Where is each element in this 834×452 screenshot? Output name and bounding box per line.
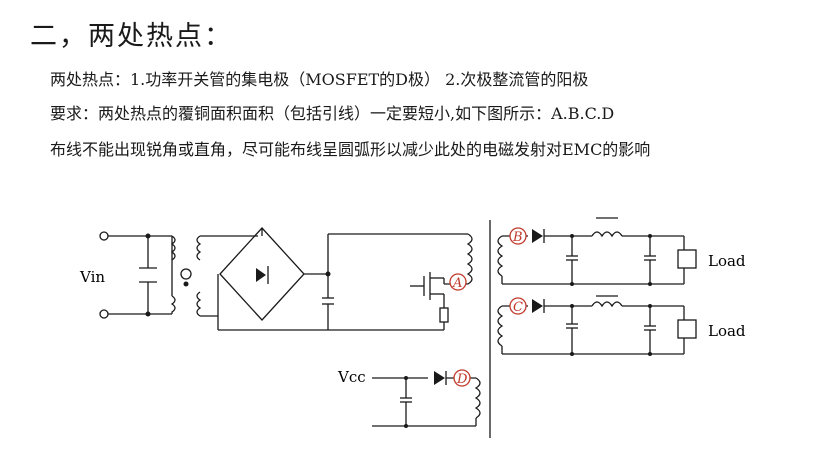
common-mode-choke	[170, 235, 258, 317]
auxiliary-vcc-circuit	[372, 371, 481, 428]
input-terminal-top	[99, 231, 109, 241]
vcc-label: Vcc	[337, 368, 366, 386]
svg-text:A: A	[452, 276, 462, 291]
svg-text:C: C	[513, 300, 523, 315]
load-label-2: Load	[708, 322, 746, 340]
load-label-1: Load	[708, 252, 746, 270]
marker-c: C	[509, 297, 527, 315]
hotspot-description: 两处热点：1.功率开关管的集电极（MOSFET的D极） 2.次极整流管的阳极	[50, 70, 589, 89]
marker-d: D	[453, 369, 471, 387]
bulk-capacitor	[322, 233, 468, 331]
vin-label: Vin	[79, 268, 105, 286]
section-heading: 二，两处热点：	[30, 21, 233, 52]
marker-b: B	[509, 227, 527, 245]
input-wiring	[108, 233, 172, 317]
svg-text:D: D	[456, 372, 468, 387]
routing-guideline-text: 布线不能出现锐角或直角，尽可能布线呈圆弧形以减少此处的电磁发射对EMC的影响	[50, 140, 651, 159]
input-capacitor	[139, 267, 157, 283]
marker-a: A	[449, 273, 467, 291]
requirement-text: 要求：两处热点的覆铜面积面积（包括引线）一定要短小,如下图所示：A.B.C.D	[50, 104, 615, 123]
svg-text:B: B	[512, 230, 523, 245]
bridge-rectifier	[217, 227, 328, 331]
secondary-output-2	[497, 295, 697, 356]
mosfet-switch	[410, 272, 449, 330]
input-terminal-bottom	[99, 309, 109, 319]
secondary-output-1	[497, 217, 697, 286]
